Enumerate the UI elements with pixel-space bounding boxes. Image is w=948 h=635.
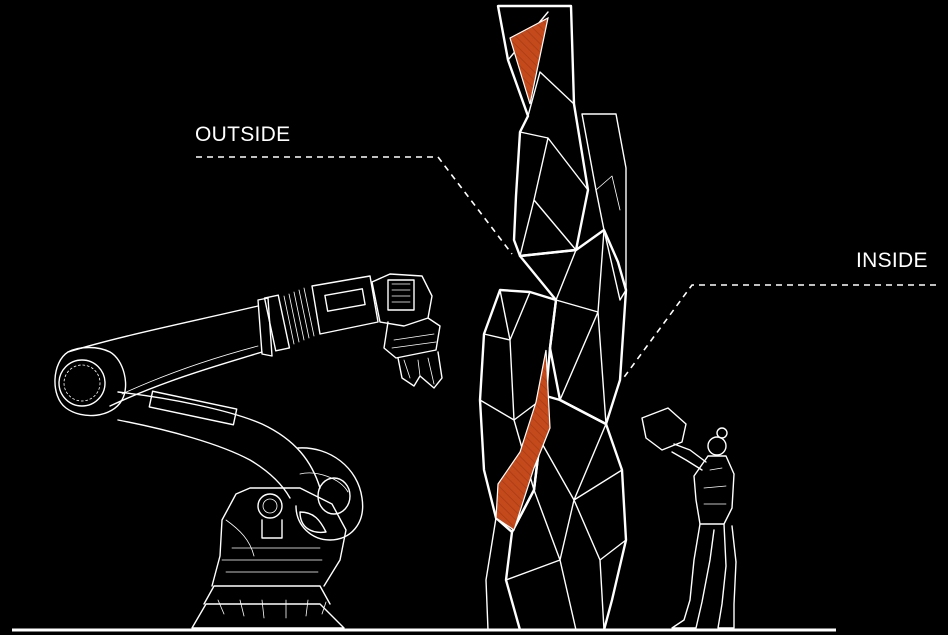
inside-label: INSIDE (856, 250, 928, 271)
person-torso (694, 456, 734, 524)
held-panel (642, 408, 686, 450)
tower-accent-panel-top (510, 18, 548, 104)
robot-arm-icon (55, 274, 442, 628)
tower-accent-panel-bottom (496, 350, 550, 530)
person-legs (672, 524, 736, 628)
tower-lower-shaft (506, 396, 626, 630)
robot-wrist (372, 274, 442, 388)
person-holding-panel-icon (642, 408, 736, 628)
outside-label: OUTSIDE (195, 124, 290, 145)
outside-leader-line (196, 157, 512, 254)
robot-upper-arm (68, 276, 378, 406)
faceted-tower-icon (480, 6, 626, 630)
tower-base-left (486, 518, 520, 630)
person-head (708, 437, 726, 455)
robot-shoulder-joint (55, 348, 126, 416)
robot-lower-arm (118, 391, 363, 540)
inside-leader-line (622, 285, 936, 380)
